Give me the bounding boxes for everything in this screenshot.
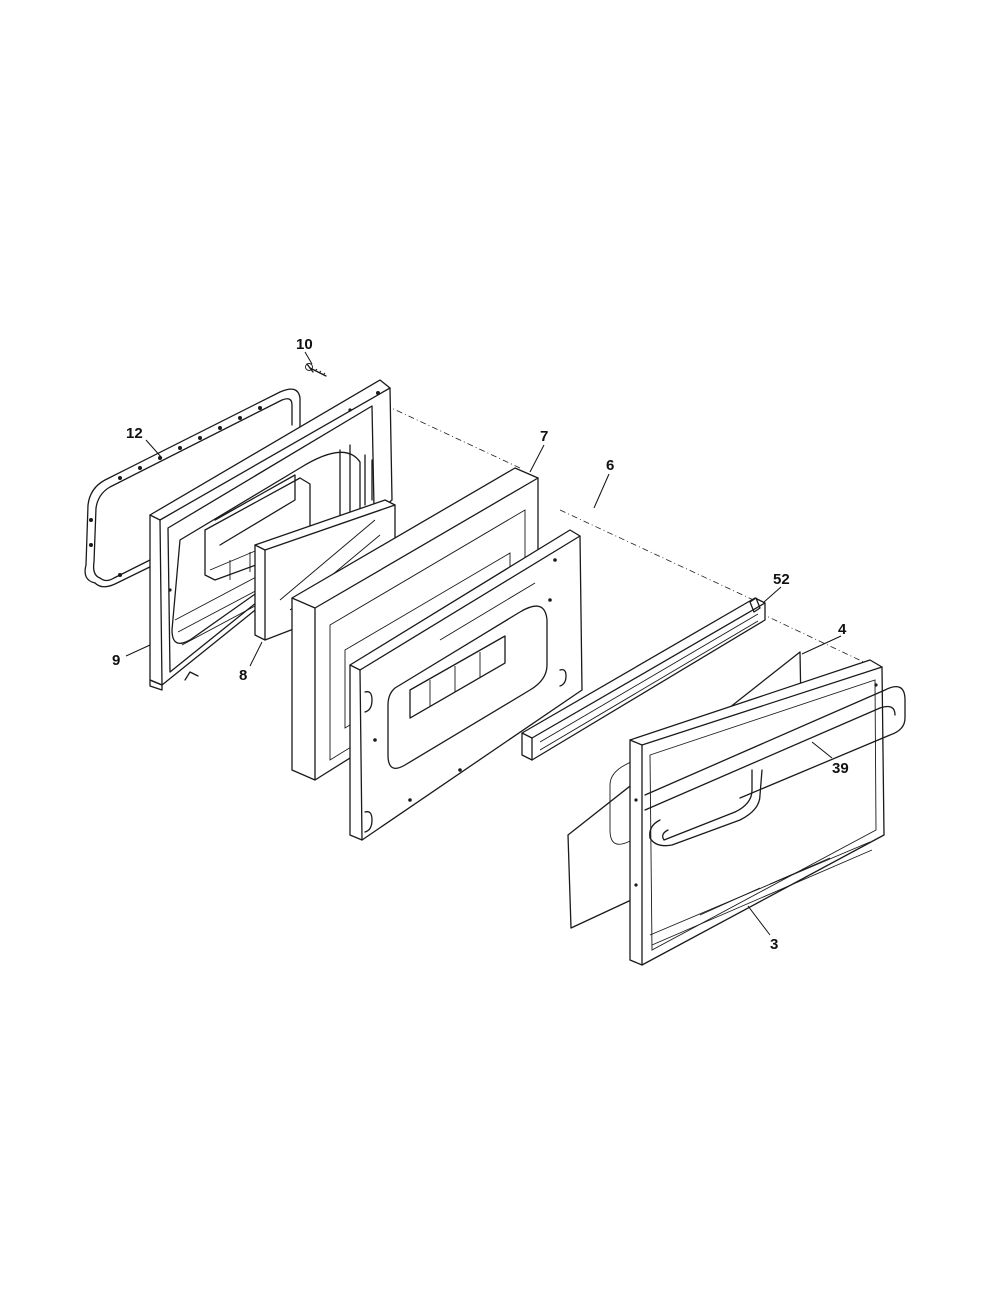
label-4: 4 bbox=[838, 621, 847, 638]
label-39: 39 bbox=[832, 760, 849, 777]
label-6: 6 bbox=[606, 457, 614, 474]
outer-door-part bbox=[629, 659, 885, 966]
leader-lines bbox=[125, 351, 842, 936]
assembly-centerline bbox=[384, 404, 871, 666]
label-7: 7 bbox=[540, 428, 548, 445]
label-10: 10 bbox=[296, 336, 313, 353]
gasket-clips bbox=[89, 406, 262, 577]
screw-part bbox=[305, 363, 327, 377]
inner-door-panel-part bbox=[349, 529, 583, 841]
door-handle-part bbox=[644, 686, 906, 847]
label-52: 52 bbox=[773, 571, 790, 588]
label-9: 9 bbox=[112, 652, 120, 669]
door-trim-part bbox=[521, 597, 766, 761]
door-gasket-part bbox=[84, 388, 301, 588]
part-labels: 10 12 7 6 52 4 9 8 39 3 bbox=[112, 336, 849, 953]
label-12: 12 bbox=[126, 425, 143, 442]
label-3: 3 bbox=[770, 936, 778, 953]
label-8: 8 bbox=[239, 667, 247, 684]
